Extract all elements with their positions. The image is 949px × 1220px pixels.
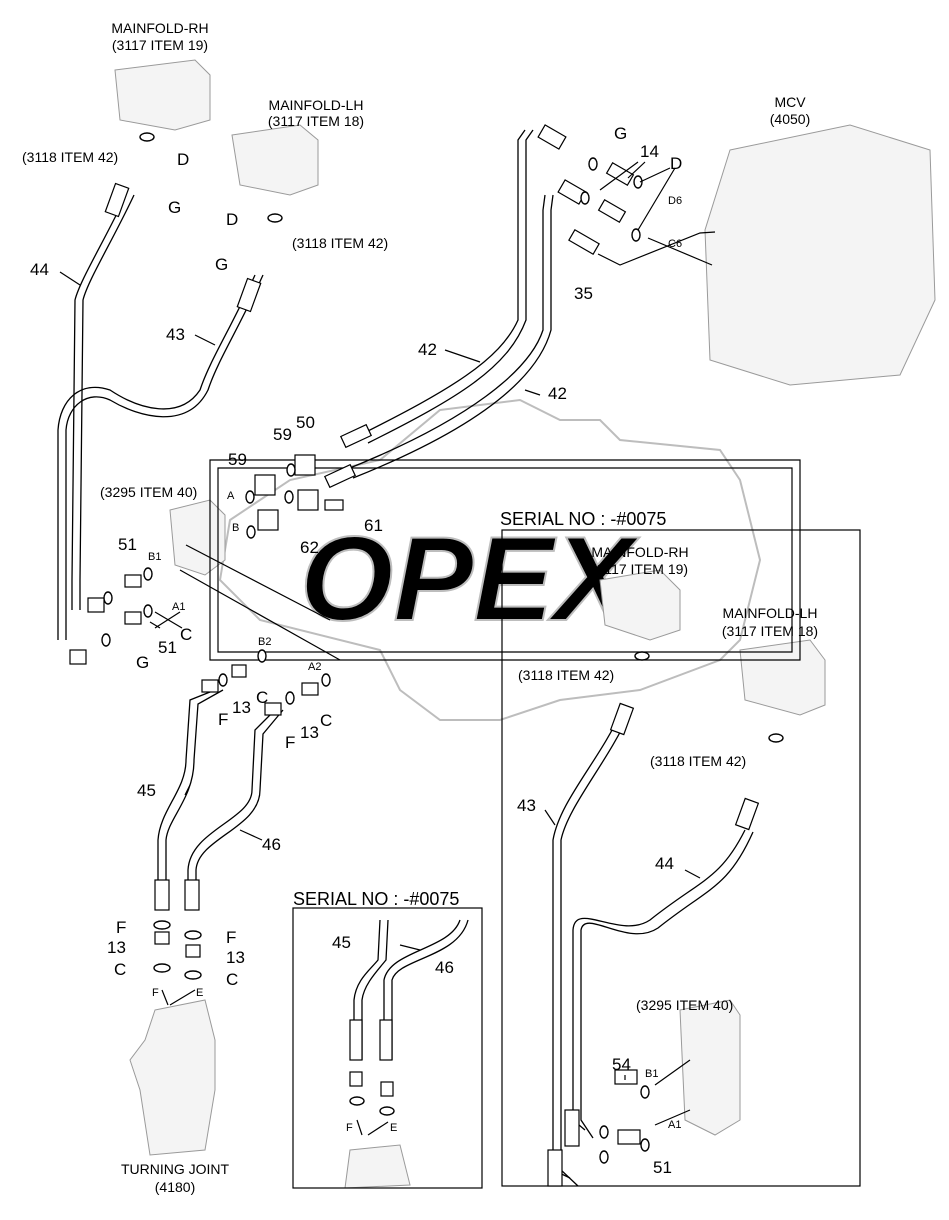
manifold-rh-ref: (3117 ITEM 19) xyxy=(112,37,208,53)
serial-main-label: SERIAL NO : -#0075 xyxy=(500,509,666,529)
callout-51-inset: 51 xyxy=(653,1158,672,1177)
letter-g1: G xyxy=(168,198,181,217)
callout-35: 35 xyxy=(574,284,593,303)
letter-g2: G xyxy=(215,255,228,274)
port-e: E xyxy=(196,987,203,999)
port-f-inset: F xyxy=(346,1122,353,1134)
inset-ref-3118-b: (3118 ITEM 42) xyxy=(650,753,746,769)
callout-62: 62 xyxy=(300,538,319,557)
callout-59b: 59 xyxy=(228,450,247,469)
inset-manifold-rh-label: MAINFOLD-RH xyxy=(591,544,688,560)
callout-46: 46 xyxy=(262,835,281,854)
inset-manifold-lh-ref: (3117 ITEM 18) xyxy=(722,623,818,639)
letter-c1: C xyxy=(180,625,192,644)
letter-d3: D xyxy=(670,154,682,173)
port-b1-inset: B1 xyxy=(645,1068,658,1080)
manifold-lh-body xyxy=(231,124,319,196)
fittings-main xyxy=(69,124,635,958)
callout-13b: 13 xyxy=(300,723,319,742)
manifold-rh-body xyxy=(114,59,211,131)
turning-joint-body xyxy=(129,999,216,1156)
callout-46b: 46 xyxy=(435,958,454,977)
port-e-inset: E xyxy=(390,1122,397,1134)
port-a2: A2 xyxy=(308,661,321,673)
port-b1: B1 xyxy=(148,551,161,563)
callout-61: 61 xyxy=(364,516,383,535)
serial-bottom-box xyxy=(292,907,483,1189)
inset-manifold-lh-label: MAINFOLD-LH xyxy=(723,605,818,621)
callout-51b: 51 xyxy=(158,638,177,657)
letter-f4: F xyxy=(226,928,236,947)
o-rings xyxy=(101,132,784,1164)
letter-f3: F xyxy=(116,918,126,937)
ref-3118-label-a: (3118 ITEM 42) xyxy=(22,149,118,165)
callout-44: 44 xyxy=(30,260,49,279)
letter-f2: F xyxy=(285,733,295,752)
callouts: 44 43 42 42 14 35 50 59 59 61 62 51 51 1… xyxy=(30,124,682,1177)
text-labels: MAINFOLD-RH (3117 ITEM 19) MAINFOLD-LH (… xyxy=(22,20,818,1195)
callout-51a: 51 xyxy=(118,535,137,554)
inset-block-3295-body xyxy=(679,999,741,1136)
letter-f1: F xyxy=(218,710,228,729)
callout-43: 43 xyxy=(166,325,185,344)
opex-watermark: OPEX xyxy=(218,398,762,721)
inset-manifold-lh-body xyxy=(739,639,826,716)
inset-turning-joint-body xyxy=(344,1144,411,1189)
callout-50: 50 xyxy=(296,413,315,432)
callout-44-inset: 44 xyxy=(655,854,674,873)
port-a1-inset: A1 xyxy=(668,1119,681,1131)
callout-59a: 59 xyxy=(273,425,292,444)
port-b: B xyxy=(232,522,239,534)
mcv-label: MCV xyxy=(774,94,806,110)
letter-c3: C xyxy=(320,711,332,730)
serial-bottom-label: SERIAL NO : -#0075 xyxy=(293,889,459,909)
manifold-lh-ref: (3117 ITEM 18) xyxy=(268,113,364,129)
hoses-inset xyxy=(353,709,754,1187)
callout-43-inset: 43 xyxy=(517,796,536,815)
turning-joint-ref: (4180) xyxy=(155,1179,195,1195)
port-f: F xyxy=(152,987,159,999)
letter-d2: D xyxy=(226,210,238,229)
ref-3295-label: (3295 ITEM 40) xyxy=(100,484,197,500)
mcv-body xyxy=(704,124,936,386)
manifold-rh-label: MAINFOLD-RH xyxy=(111,20,208,36)
port-a1: A1 xyxy=(172,601,185,613)
port-a: A xyxy=(227,490,235,502)
callout-13a: 13 xyxy=(232,698,251,717)
fittings-inset xyxy=(349,702,760,1187)
inset-ref-3118-a: (3118 ITEM 42) xyxy=(518,667,614,683)
port-d6: D6 xyxy=(668,195,682,207)
mcv-ref: (4050) xyxy=(770,111,810,127)
callout-42a: 42 xyxy=(418,340,437,359)
leader-lines xyxy=(59,161,716,1136)
port-b2: B2 xyxy=(258,636,271,648)
ref-3118-label-b: (3118 ITEM 42) xyxy=(292,235,388,251)
letter-g3: G xyxy=(614,124,627,143)
watermark-text: OPEX xyxy=(300,512,640,646)
port-c6: C6 xyxy=(668,238,682,250)
letter-d1: D xyxy=(177,150,189,169)
letter-c5: C xyxy=(226,970,238,989)
callout-13d: 13 xyxy=(226,948,245,967)
block-3295-body xyxy=(169,499,226,576)
turning-joint-label: TURNING JOINT xyxy=(121,1161,230,1177)
callout-14: 14 xyxy=(640,142,659,161)
letter-c2: C xyxy=(256,688,268,707)
letter-g4: G xyxy=(136,653,149,672)
manifold-lh-label: MAINFOLD-LH xyxy=(269,97,364,113)
callout-45b: 45 xyxy=(332,933,351,952)
inset-manifold-rh-ref: (3117 ITEM 19) xyxy=(592,561,688,577)
callout-54-inset: 54 xyxy=(612,1055,631,1074)
callout-42b: 42 xyxy=(548,384,567,403)
callout-45: 45 xyxy=(137,781,156,800)
callout-13c: 13 xyxy=(107,938,126,957)
letter-c4: C xyxy=(114,960,126,979)
inset-manifold-rh-body xyxy=(599,569,681,641)
serial-inset-box xyxy=(501,529,861,1187)
inset-ref-3295: (3295 ITEM 40) xyxy=(636,997,733,1013)
